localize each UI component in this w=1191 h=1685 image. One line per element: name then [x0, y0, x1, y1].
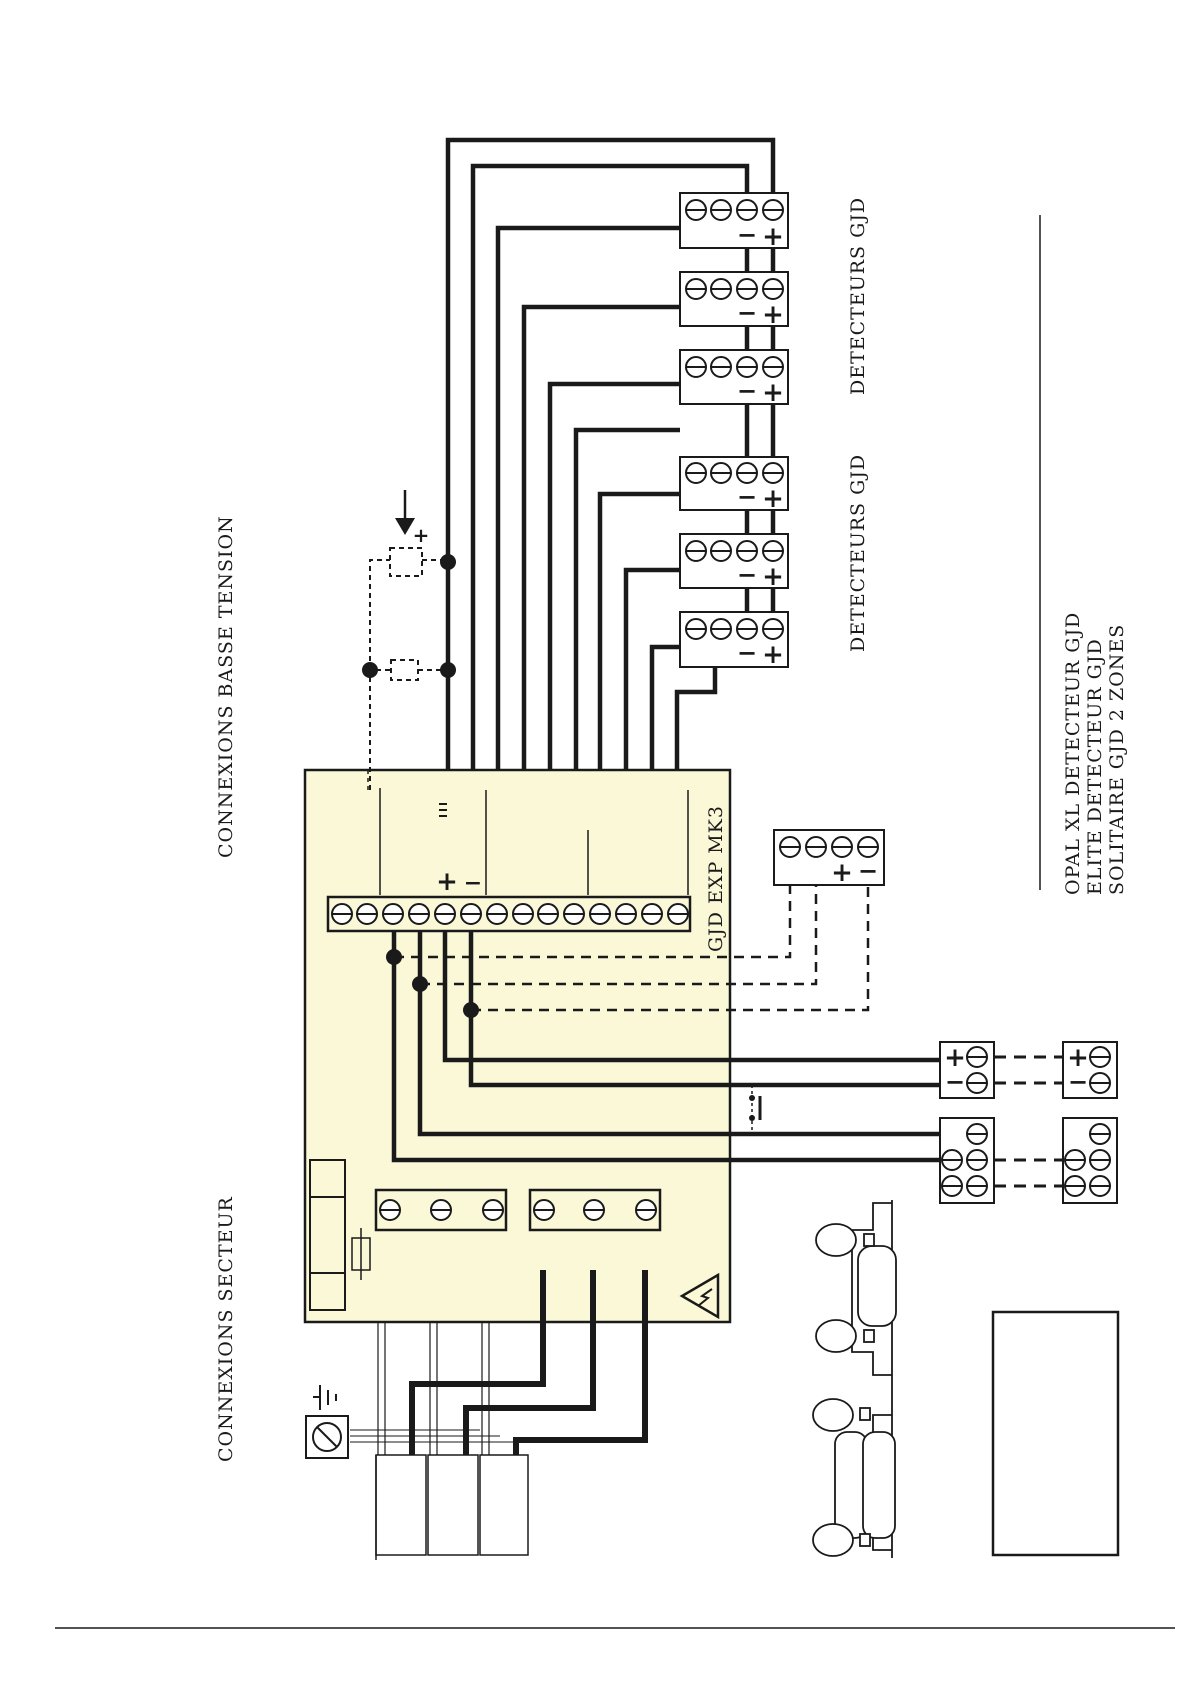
detector-2-plus: + [762, 300, 784, 330]
output-block-2: + − [1063, 1042, 1117, 1098]
led-plus-sign: + [413, 523, 430, 547]
output-block-4 [1063, 1118, 1117, 1203]
junction-dot [412, 976, 428, 992]
detector-3-minus: − [737, 376, 757, 405]
switch-icon [749, 1085, 760, 1134]
earth-ground-icon [306, 1385, 348, 1458]
out1-minus: − [945, 1067, 965, 1096]
out2-minus: − [1068, 1067, 1088, 1096]
junction-dot [386, 949, 402, 965]
board-name-label: GJD EXP MK3 [705, 805, 727, 952]
detector-block-4: − + [680, 457, 788, 514]
output-block-3 [940, 1118, 994, 1203]
mains-terminal-block-left [376, 1190, 506, 1230]
junction-dot [440, 662, 456, 678]
junction-dot [440, 554, 456, 570]
optional-led-circuit [370, 548, 448, 790]
detectors-group-a-label: DETECTEURS GJD [847, 454, 869, 652]
floodlight-lamp-icon [813, 1200, 896, 1558]
output-dashed-links [994, 1057, 1063, 1186]
detectors-group-b-label: DETECTEURS GJD [847, 197, 869, 395]
legend-line-3: SOLITAIRE GJD 2 ZONES [1106, 624, 1128, 895]
board-terminal-block [328, 897, 690, 931]
mains-connections-label: CONNEXIONS SECTEUR [215, 1196, 237, 1462]
detector-4-minus: − [737, 482, 757, 511]
detector-block-5: − + [680, 534, 788, 592]
junction-dot [463, 1002, 479, 1018]
detector-1-minus: − [737, 220, 757, 249]
remote-plus: + [831, 858, 853, 888]
remote-minus: − [858, 856, 878, 885]
detector-6-minus: − [737, 638, 757, 667]
detector-block-2: − + [680, 272, 788, 330]
detector-6-plus: + [762, 640, 784, 670]
detector-5-plus: + [762, 562, 784, 592]
empty-legend-box [993, 1312, 1118, 1555]
detector-block-1: − + [680, 193, 788, 252]
detector-1-plus: + [762, 222, 784, 252]
detector-4-plus: + [762, 484, 784, 514]
junction-dot [362, 662, 378, 678]
detector-5-minus: − [737, 560, 757, 589]
detector-2-minus: − [737, 298, 757, 327]
board-minus-sign: − [464, 870, 482, 896]
led-arrow-icon: + [395, 490, 429, 547]
board-plus-sign: + [436, 867, 458, 897]
legend-line-2: ELITE DETECTEUR GJD [1084, 638, 1106, 895]
detector-block-3: − + [680, 350, 788, 408]
remote-terminal-block: + − [774, 830, 884, 888]
detector-block-6: − + [680, 612, 788, 670]
legend-line-1: OPAL XL DETECTEUR GJD [1062, 612, 1084, 895]
detector-3-plus: + [762, 378, 784, 408]
output-block-1: + − [940, 1042, 994, 1098]
mains-terminal-block-right [530, 1190, 660, 1230]
low-voltage-connections-label: CONNEXIONS BASSE TENSION [215, 515, 237, 858]
